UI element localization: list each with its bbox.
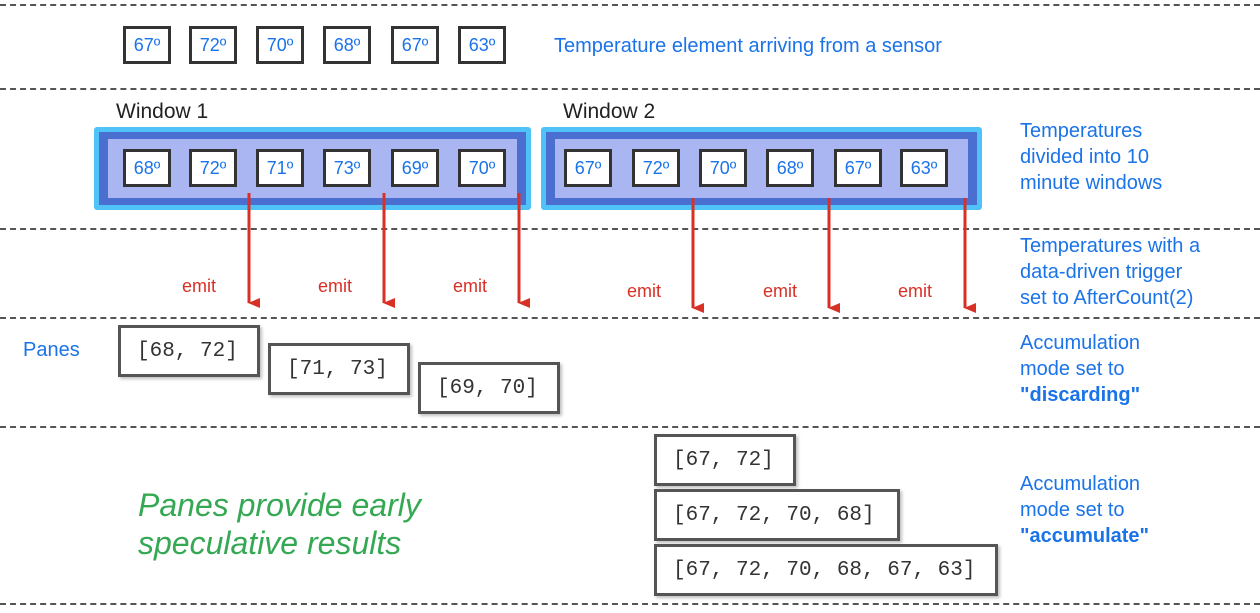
emit-label-6: emit xyxy=(898,281,933,301)
divider-3 xyxy=(0,228,1260,230)
accumulating-description-line-2: mode set to xyxy=(1020,499,1125,521)
emit-label-1: emit xyxy=(182,276,217,296)
sensor-temp-3: 70º xyxy=(256,26,304,64)
window-1-label: Window 1 xyxy=(116,100,209,123)
window-1-temp-6: 70º xyxy=(458,149,506,187)
window-1-temp-4: 73º xyxy=(323,149,371,187)
window-2-label: Window 2 xyxy=(563,100,656,123)
divider-1 xyxy=(0,4,1260,6)
accumulating-mode-value: "accumulate" xyxy=(1020,525,1150,547)
sensor-temp-5: 67º xyxy=(391,26,439,64)
accumulating-description-line-1: Accumulation xyxy=(1020,473,1141,495)
window-2-temp-2: 72º xyxy=(632,149,680,187)
discarding-mode: "discarding" xyxy=(1020,382,1140,408)
tagline: Panes provide early speculative results xyxy=(138,486,421,562)
sensor-temp-2: 72º xyxy=(189,26,237,64)
discarding-description-line-1: Accumulation xyxy=(1020,332,1141,354)
emit-label-2: emit xyxy=(318,276,353,296)
window-description-line-2: divided into 10 xyxy=(1020,146,1149,168)
accumulating-pane-2: [67, 72, 70, 68] xyxy=(654,489,900,541)
emit-label-4: emit xyxy=(627,281,662,301)
window-2-temp-1: 67º xyxy=(564,149,612,187)
window-1-temp-3: 71º xyxy=(256,149,304,187)
window-2-temp-6: 63º xyxy=(900,149,948,187)
discarding-pane-3: [69, 70] xyxy=(418,362,560,414)
window-description-line-3: minute windows xyxy=(1020,172,1163,194)
window-1-temp-2: 72º xyxy=(189,149,237,187)
emit-label-5: emit xyxy=(763,281,798,301)
sensor-temp-6: 63º xyxy=(458,26,506,64)
window-1-temp-1: 68º xyxy=(123,149,171,187)
accumulating-description: Accumulation mode set to "accumulate" xyxy=(1020,471,1149,549)
accumulating-mode: "accumulate" xyxy=(1020,523,1149,549)
sensor-description: Temperature element arriving from a sens… xyxy=(554,35,942,57)
sensor-temp-1: 67º xyxy=(123,26,171,64)
trigger-description-line-3: set to AfterCount(2) xyxy=(1020,287,1194,309)
trigger-description-line-2: data-driven trigger xyxy=(1020,261,1183,283)
discarding-pane-1: [68, 72] xyxy=(118,325,260,377)
divider-6 xyxy=(0,603,1260,605)
trigger-description-line-1: Temperatures with a xyxy=(1020,235,1201,257)
window-2-temp-3: 70º xyxy=(699,149,747,187)
accumulating-pane-3: [67, 72, 70, 68, 67, 63] xyxy=(654,544,998,596)
discarding-description-line-2: mode set to xyxy=(1020,358,1125,380)
divider-2 xyxy=(0,88,1260,90)
discarding-mode-value: "discarding" xyxy=(1020,384,1141,406)
accumulating-pane-1: [67, 72] xyxy=(654,434,796,486)
sensor-temp-4: 68º xyxy=(323,26,371,64)
discarding-pane-2: [71, 73] xyxy=(268,343,410,395)
divider-5 xyxy=(0,426,1260,428)
window-2-temp-5: 67º xyxy=(834,149,882,187)
tagline-line-2: speculative results xyxy=(138,525,402,561)
emit-label-3: emit xyxy=(453,276,488,296)
panes-label: Panes xyxy=(23,339,80,361)
discarding-description: Accumulation mode set to "discarding" xyxy=(1020,330,1140,408)
divider-4 xyxy=(0,317,1260,319)
trigger-description: Temperatures with a data-driven trigger … xyxy=(1020,233,1200,311)
window-description-line-1: Temperatures xyxy=(1020,120,1143,142)
tagline-line-1: Panes provide early xyxy=(138,487,421,523)
window-description: Temperatures divided into 10 minute wind… xyxy=(1020,118,1162,196)
window-1-temp-5: 69º xyxy=(391,149,439,187)
window-2-temp-4: 68º xyxy=(766,149,814,187)
